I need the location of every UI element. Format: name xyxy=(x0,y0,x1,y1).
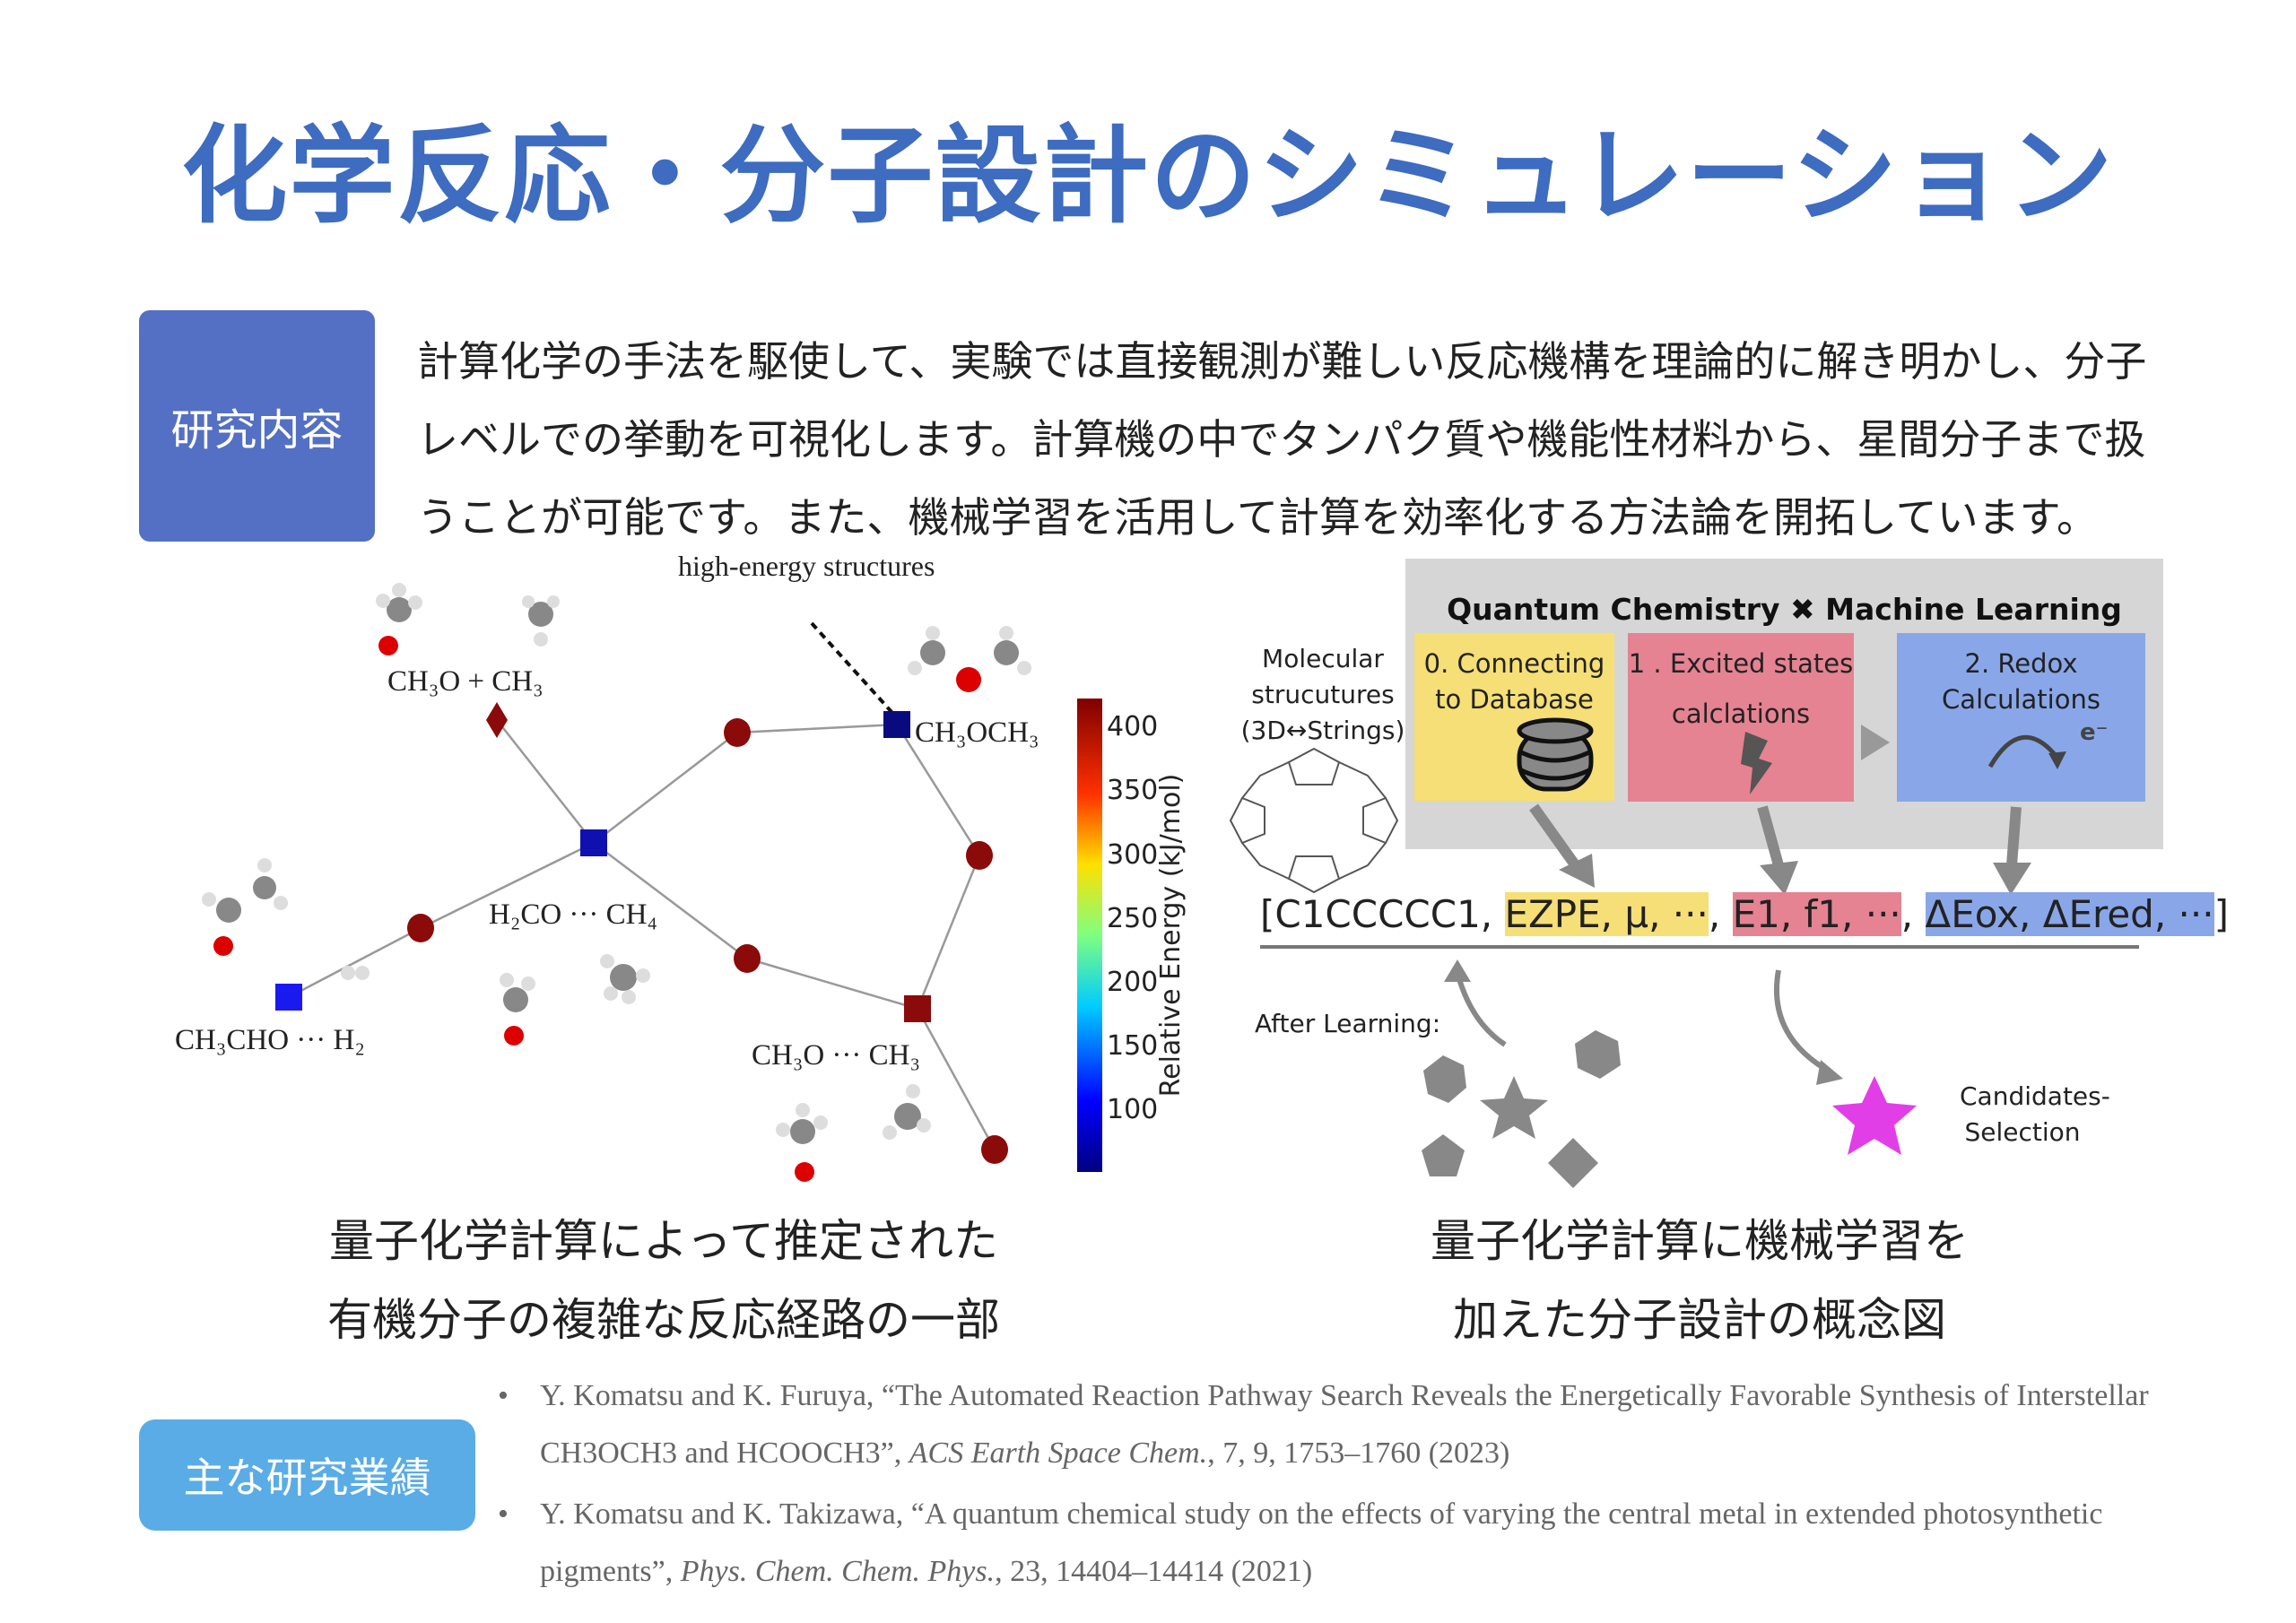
achievements-tag: 主な研究業績 xyxy=(139,1419,475,1531)
caption-line: 加えた分子設計の概念図 xyxy=(1453,1294,1946,1346)
diamond-shape xyxy=(1548,1138,1598,1188)
molecule-models xyxy=(202,583,1031,1182)
reference-item: •Y. Komatsu and K. Takizawa, “A quantum … xyxy=(498,1497,2103,1588)
left-figure-caption: 量子化学計算によって推定された 有機分子の複雑な反応経路の一部 xyxy=(269,1202,1058,1359)
label-ch3o-plus-ch3: CH₃O + CH₃ xyxy=(387,665,544,698)
colorbar xyxy=(1077,699,1102,1172)
network-edges xyxy=(288,719,996,1150)
colorbar-label: Relative Energy (kJ/mol) xyxy=(1155,774,1187,1098)
right-figure-graphics xyxy=(1229,747,1399,894)
node-square xyxy=(883,711,910,738)
molecule-icon xyxy=(376,583,422,655)
node-circle xyxy=(734,944,761,973)
learning-graphics xyxy=(1422,959,1917,1188)
node-diamond xyxy=(486,702,508,738)
colorbar-tick: 250 xyxy=(1107,903,1158,934)
hexagon-shape xyxy=(1423,1055,1466,1103)
annotation-leader xyxy=(810,621,894,715)
colorbar-tick: 300 xyxy=(1107,839,1158,871)
node-square xyxy=(580,829,607,856)
molecule-icon xyxy=(522,595,560,647)
colorbar-tick: 150 xyxy=(1107,1030,1158,1062)
molecule-icon xyxy=(776,1103,828,1182)
molecule-icon xyxy=(500,973,535,1046)
vector-underline xyxy=(1260,945,2139,949)
reference-item: •Y. Komatsu and K. Furuya, “The Automate… xyxy=(498,1379,2149,1470)
database-icon xyxy=(1517,717,1593,792)
label-ch3och3: CH₃OCH₃ xyxy=(915,716,1039,749)
flow-arrows xyxy=(1529,803,2031,895)
node-square xyxy=(275,984,302,1011)
molecule-icon xyxy=(600,954,650,1004)
pentagon-shape xyxy=(1422,1134,1465,1176)
right-figure-caption: 量子化学計算に機械学習を 加えた分子設計の概念図 xyxy=(1327,1202,2072,1359)
label-h2co-ch4: H₂CO ··· CH₄ xyxy=(489,898,657,931)
lightning-icon xyxy=(1741,732,1772,794)
research-description: 計算化学の手法を駆使して、実験では直接観測が難しい反応機構を理論的に解き明かし、… xyxy=(417,337,2147,542)
qc-ml-header: Quantum Chemistry ✖ Machine Learning xyxy=(1447,592,2122,627)
node-circle xyxy=(724,718,751,747)
caption-line: 量子化学計算によって推定された xyxy=(329,1215,998,1267)
node-square xyxy=(904,995,931,1022)
caption-line: 有機分子の複雑な反応経路の一部 xyxy=(327,1294,1000,1346)
h2-molecule-icon xyxy=(341,966,370,980)
molecule-icon xyxy=(202,858,288,956)
candidates-selection-label: Candidates-Selection xyxy=(1960,1081,2110,1147)
node-circle xyxy=(981,1135,1008,1164)
hexagon-shape xyxy=(1575,1030,1621,1079)
svg-text:e⁻: e⁻ xyxy=(2080,719,2108,746)
molecule-icon xyxy=(883,1084,931,1140)
electron-transfer-icon: e⁻ xyxy=(1987,719,2108,769)
label-ch3cho-h2: CH₃CHO ··· H₂ xyxy=(175,1024,365,1056)
node-circle xyxy=(407,914,434,942)
candidate-star-icon xyxy=(1832,1076,1917,1155)
high-energy-annotation: high-energy structures xyxy=(678,550,935,582)
node-circle xyxy=(966,841,993,870)
after-learning-label: After Learning: xyxy=(1255,1009,1441,1038)
research-content-tag: 研究内容 xyxy=(139,310,375,542)
arrow-right-icon xyxy=(1861,725,1890,760)
molecule-icon xyxy=(908,626,1031,692)
reference-list: •Y. Komatsu and K. Furuya, “The Automate… xyxy=(498,1367,2184,1604)
star-shape xyxy=(1480,1076,1548,1139)
colorbar-tick: 400 xyxy=(1107,711,1158,742)
caption-line: 量子化学計算に機械学習を xyxy=(1431,1215,1969,1267)
page-title: 化学反応・分子設計のシミュレーション xyxy=(181,114,2115,238)
feature-vector: [C1CCCCC1, EZPE, μ, ···, E1, f1, ···, ΔE… xyxy=(1260,892,2229,936)
colorbar-tick: 350 xyxy=(1107,775,1158,806)
colorbar-tick: 100 xyxy=(1107,1094,1158,1125)
colorbar-tick: 200 xyxy=(1107,967,1158,998)
label-ch3o-ch3: CH₃O ··· CH₃ xyxy=(752,1039,920,1072)
porphyrin-structure-icon xyxy=(1229,747,1399,894)
